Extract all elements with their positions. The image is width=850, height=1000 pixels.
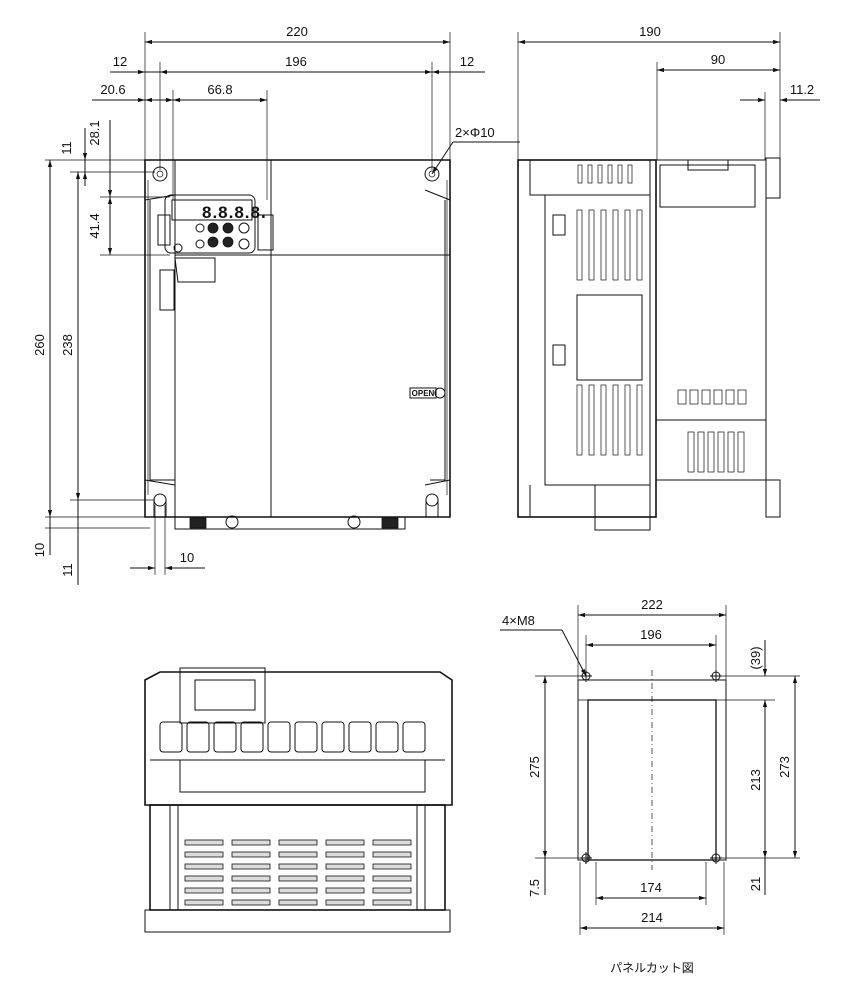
- screw-callout: 4×M8: [502, 613, 535, 628]
- dim-front-hole-pitch-v: 238: [60, 334, 75, 356]
- dim-keypad-width: 66.8: [207, 82, 232, 97]
- dim-cut-height: 275: [527, 756, 542, 778]
- panel-cutout-view: 222 196 4×M8 275 7.5 (39): [500, 597, 800, 975]
- led-display: 8.8.8.8.: [202, 203, 267, 222]
- front-view: 220 12 196 12 20.6 66.8 11 28.1 41.4 260: [32, 24, 520, 585]
- dim-front-right-margin: 12: [460, 54, 474, 69]
- dim-cut-top-ref: (39): [748, 646, 763, 669]
- dim-keypad-top: 28.1: [87, 120, 102, 145]
- dim-bottom-margin: 10: [32, 543, 47, 557]
- bottom-view: [144, 667, 453, 933]
- dim-keypad-height: 41.4: [87, 213, 102, 238]
- dim-keypad-offset: 20.6: [100, 82, 125, 97]
- dim-side-depth: 190: [639, 24, 661, 39]
- dim-cut-base-width: 214: [641, 910, 663, 925]
- dim-side-offset: 11.2: [790, 82, 814, 97]
- panel-cutout-title: パネルカット図: [610, 961, 694, 975]
- dim-cut-hole-pitch-v: 213: [748, 769, 763, 791]
- dim-top-margin: 11: [59, 141, 74, 155]
- dim-cut-bottom-left: 7.5: [527, 879, 542, 897]
- dim-front-left-margin: 12: [113, 54, 127, 69]
- dim-cut-bottom-right: 21: [748, 877, 763, 891]
- dim-front-width: 220: [286, 24, 308, 39]
- dim-slot-width: 10: [180, 550, 194, 565]
- dim-side-depth-partial: 90: [711, 52, 725, 67]
- dim-cut-outer-width: 222: [641, 597, 663, 612]
- dim-bottom-margin-2: 11: [60, 563, 75, 577]
- dim-cut-total: 273: [777, 756, 792, 778]
- dim-front-hole-pitch: 196: [285, 54, 307, 69]
- side-view: 190 90 11.2: [517, 24, 820, 531]
- dim-cut-inner-width: 174: [640, 880, 662, 895]
- dim-front-height: 260: [32, 334, 47, 356]
- dim-cut-hole-pitch-h: 196: [640, 627, 662, 642]
- hole-callout: 2×Φ10: [455, 125, 495, 140]
- open-label: OPEN: [412, 389, 435, 398]
